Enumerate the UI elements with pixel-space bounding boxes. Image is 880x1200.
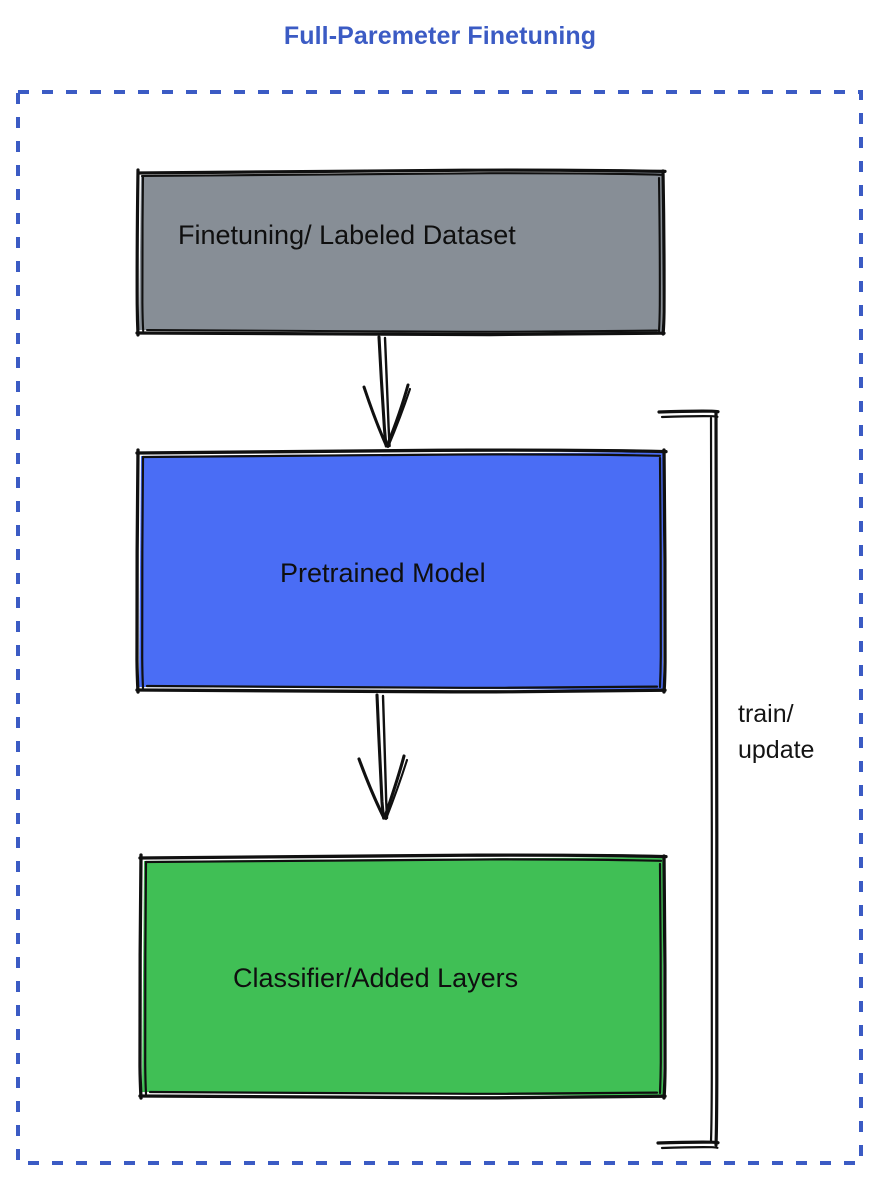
edge-label-train-update: train/ update [738,697,858,768]
node-pretrained[interactable] [137,450,664,692]
node-label-classifier: Classifier/Added Layers [233,963,519,993]
node-label-pretrained: Pretrained Model [280,558,486,588]
node-label-dataset: Finetuning/ Labeled Dataset [178,220,516,250]
node-classifier[interactable] [140,855,664,1098]
page-title: Full-Paremeter Finetuning [283,22,597,50]
edge-label-line-2: update [738,735,815,764]
node-dataset[interactable] [137,170,664,334]
arrow-pretrained-to-classifier [357,693,409,821]
edge-label-line-1: train/ [738,700,794,728]
arrow-dataset-to-pretrained [362,335,412,449]
edge-train-update-bracket [656,409,720,1150]
